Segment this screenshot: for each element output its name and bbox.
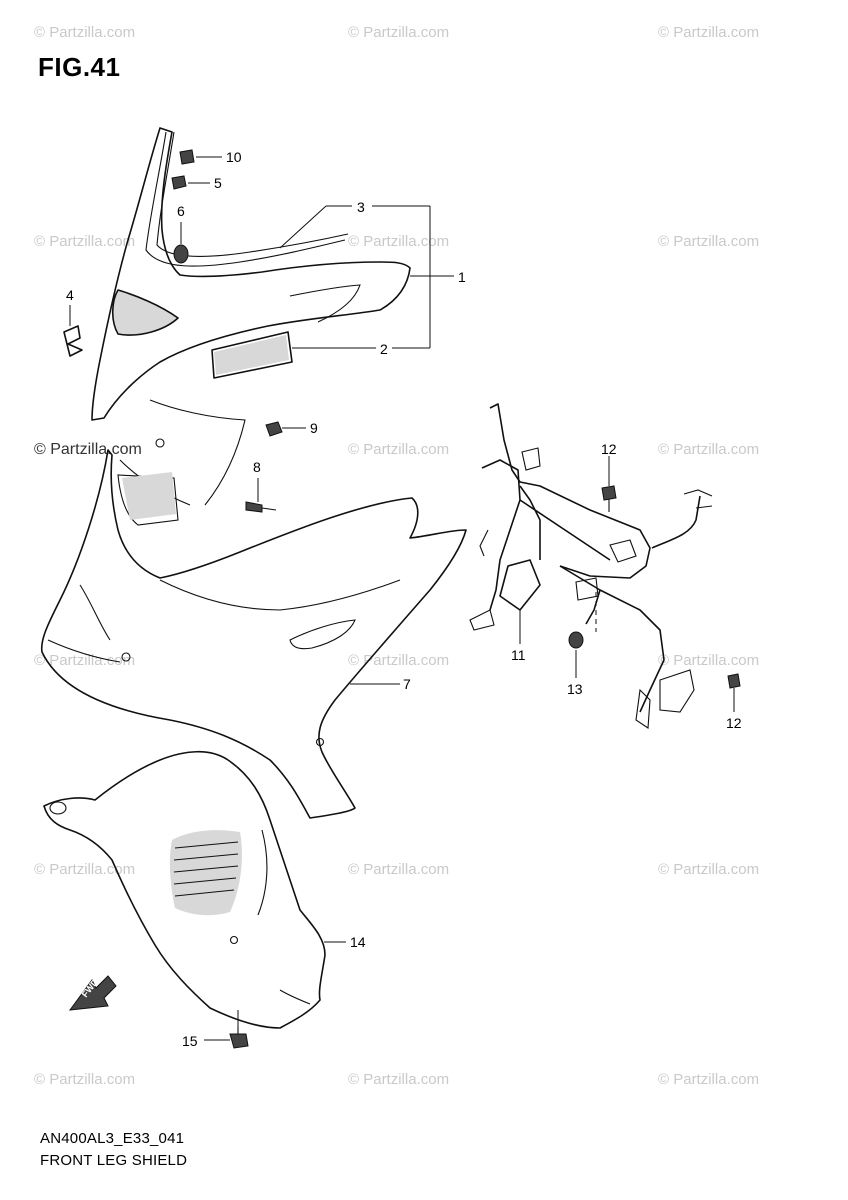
callout-14: 14	[350, 934, 366, 950]
grommet-part-6	[173, 244, 189, 264]
upper-front-cover-part	[91, 127, 411, 421]
leader-lines	[69, 156, 735, 1041]
bolt-part-12-lower	[727, 673, 741, 689]
front-leg-shield-part	[40, 399, 467, 819]
figure-title: FIG.41	[38, 52, 121, 82]
screw-part-8	[245, 501, 277, 513]
callout-7: 7	[403, 676, 411, 692]
callout-15: 15	[182, 1033, 198, 1049]
callout-9: 9	[310, 420, 318, 436]
watermark: © Partzilla.com	[34, 233, 136, 250]
diagram-code: AN400AL3_E33_041	[40, 1130, 185, 1147]
watermark: © Partzilla.com	[34, 861, 136, 878]
rivet-part-15	[229, 1026, 249, 1049]
clip-part-10	[179, 149, 195, 165]
watermark: © Partzilla.com	[348, 1071, 450, 1088]
watermark: © Partzilla.com	[658, 441, 760, 458]
callout-11: 11	[511, 647, 526, 663]
watermark: © Partzilla.com	[658, 24, 760, 41]
nut-part-5	[171, 175, 187, 190]
watermark: © Partzilla.com	[658, 652, 760, 669]
forward-direction-arrow-icon	[68, 975, 117, 1011]
watermark: © Partzilla.com	[658, 861, 760, 878]
watermark: © Partzilla.com	[348, 861, 450, 878]
watermark: © Partzilla.com	[34, 24, 136, 41]
callout-12: 12	[601, 441, 617, 457]
callout-10: 10	[226, 149, 242, 165]
clip-part-9	[265, 421, 283, 437]
callout-5: 5	[214, 175, 222, 191]
watermark: © Partzilla.com	[34, 441, 142, 458]
clip-part-4	[63, 325, 83, 357]
callout-13: 13	[567, 681, 583, 697]
callout-3: 3	[357, 199, 365, 215]
callout-1: 1	[458, 269, 466, 285]
watermark: © Partzilla.com	[348, 441, 450, 458]
diagram-name: FRONT LEG SHIELD	[40, 1152, 188, 1169]
watermark: © Partzilla.com	[348, 24, 450, 41]
callout-6: 6	[177, 203, 185, 219]
frame-bracket-part	[469, 403, 713, 729]
callout-8: 8	[253, 459, 261, 475]
callout-12: 12	[726, 715, 742, 731]
callout-2: 2	[380, 341, 388, 357]
bolt-part-12-upper	[601, 485, 617, 512]
spacer-part-13	[568, 631, 584, 649]
watermark: © Partzilla.com	[348, 233, 450, 250]
emblem-plate-part	[211, 331, 293, 379]
watermark: © Partzilla.com	[658, 1071, 760, 1088]
callout-4: 4	[66, 287, 74, 303]
watermark: © Partzilla.com	[34, 652, 136, 669]
lower-cover-part	[43, 750, 326, 1029]
watermark: © Partzilla.com	[658, 233, 760, 250]
watermark: © Partzilla.com	[34, 1071, 136, 1088]
